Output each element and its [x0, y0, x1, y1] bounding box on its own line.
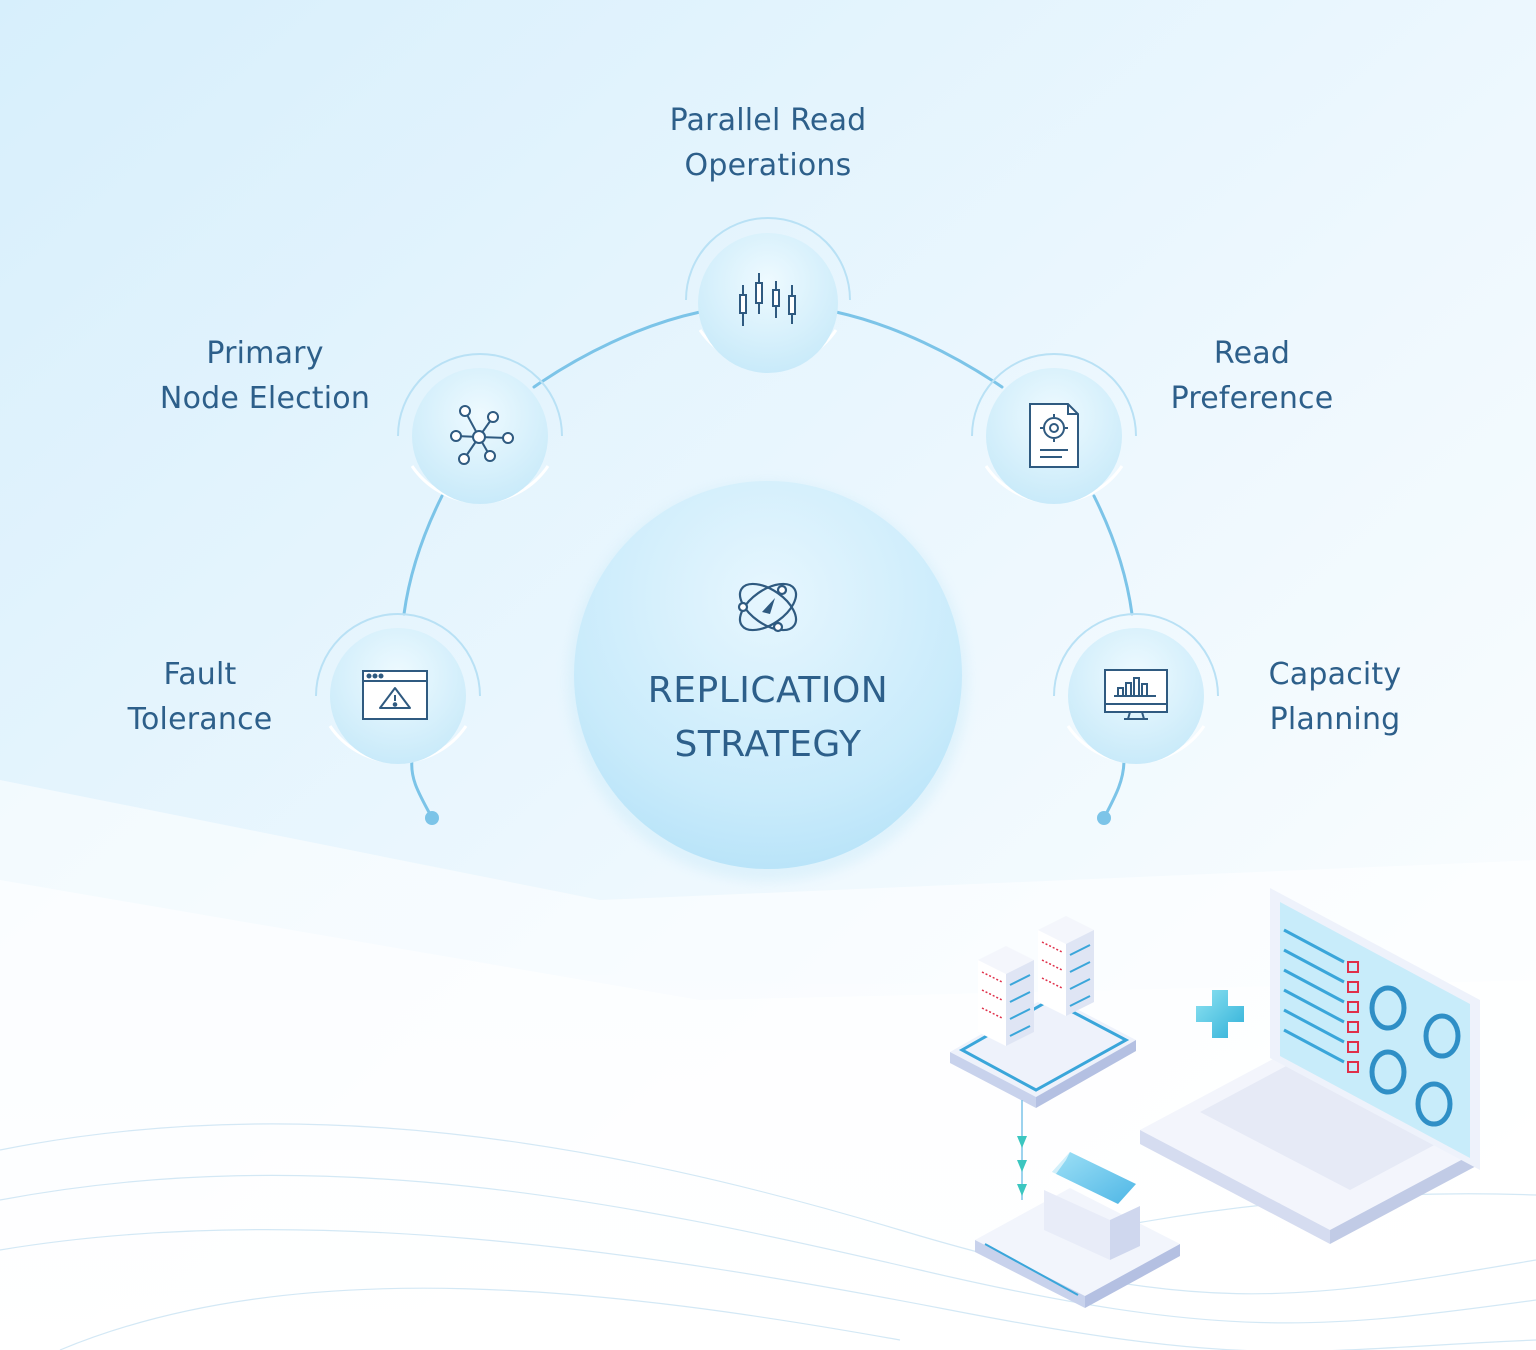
label-read-preference: Read Preference [1170, 336, 1334, 416]
server-rack-icon [978, 946, 1034, 1046]
node-parallel-read-operations [685, 217, 851, 373]
center-title: REPLICATION STRATEGY [647, 670, 889, 765]
monitor-chart-icon [1104, 669, 1168, 720]
label-parallel-read-operations: Parallel Read Operations [669, 103, 867, 183]
center-node [568, 481, 968, 882]
label-primary-node-election: Primary Node Election [159, 336, 371, 416]
orbit-compass-icon [737, 582, 798, 633]
node-capacity-planning [1053, 613, 1219, 764]
isometric-data-illustration [950, 888, 1480, 1308]
label-fault-tolerance: Fault Tolerance [127, 657, 273, 737]
node-read-preference [971, 353, 1137, 504]
node-primary-node-election [397, 353, 563, 504]
label-capacity-planning: Capacity Planning [1268, 657, 1402, 737]
network-hub-icon [450, 405, 514, 465]
plus-icon [1196, 990, 1244, 1038]
node-fault-tolerance [315, 613, 481, 764]
arc-end-dot-left [425, 811, 439, 825]
document-settings-icon [1029, 403, 1079, 468]
candlestick-chart-icon [739, 273, 796, 326]
arc-end-dot-right [1097, 811, 1111, 825]
browser-warning-icon [362, 670, 428, 720]
server-rack-icon [1038, 916, 1094, 1016]
connector-arcs [402, 310, 1134, 820]
